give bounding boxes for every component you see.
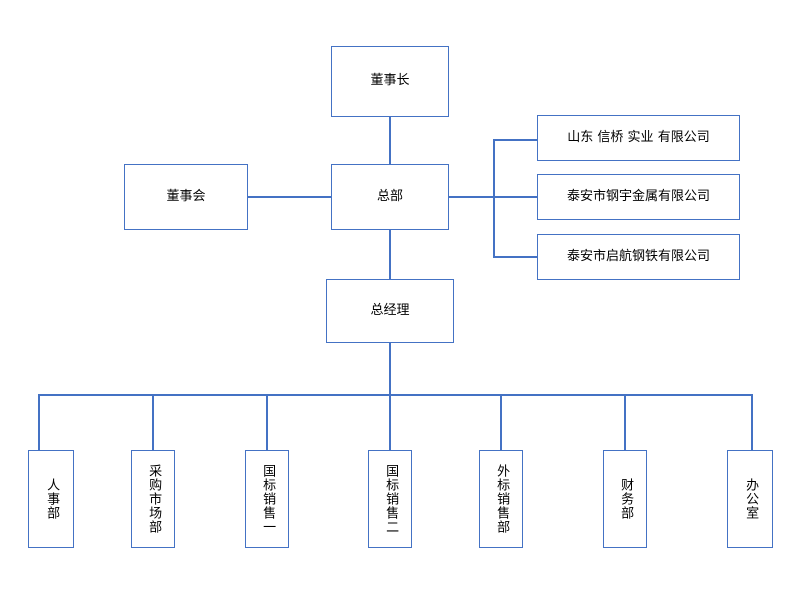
connector-headquarter-subs-stub [448, 196, 494, 198]
node-board-label: 董事会 [166, 188, 206, 204]
connector-board-headquarter [248, 196, 334, 198]
node-subsidiary-taian-qihang[interactable]: 泰安市启航钢铁有限公司 [537, 234, 740, 280]
connector-chairman-headquarter [389, 117, 391, 165]
node-dept-hr-label: 人事部 [44, 478, 60, 520]
connector-department-bus [38, 394, 752, 396]
connector-bus-dept2 [152, 394, 154, 451]
connector-sub2-branch [493, 196, 538, 198]
node-dept-domestic-sales-2-label: 国标销售二 [383, 464, 399, 534]
node-dept-export-sales[interactable]: 外标销售部 [479, 450, 523, 548]
node-dept-domestic-sales-2[interactable]: 国标销售二 [368, 450, 412, 548]
node-dept-purchasing-market-label: 采购市场部 [146, 464, 162, 534]
connector-bus-dept5 [500, 394, 502, 451]
node-board[interactable]: 董事会 [124, 164, 248, 230]
node-dept-hr[interactable]: 人事部 [28, 450, 74, 548]
node-headquarter-label: 总部 [376, 188, 403, 204]
connector-bus-dept1 [38, 394, 40, 451]
node-subsidiary-2-label: 泰安市钢宇金属有限公司 [566, 188, 710, 204]
node-dept-office[interactable]: 办公室 [727, 450, 773, 548]
node-dept-export-sales-label: 外标销售部 [494, 464, 510, 534]
node-subsidiary-taian-gangyu[interactable]: 泰安市钢宇金属有限公司 [537, 174, 740, 220]
node-dept-finance-label: 财务部 [618, 478, 634, 520]
node-general-manager-label: 总经理 [370, 302, 410, 318]
node-subsidiary-shandong-xinqiao[interactable]: 山东 信桥 实业 有限公司 [537, 115, 740, 161]
connector-bus-dept3 [266, 394, 268, 451]
node-dept-domestic-sales-1[interactable]: 国标销售一 [245, 450, 289, 548]
node-dept-office-label: 办公室 [743, 478, 759, 520]
node-headquarter[interactable]: 总部 [331, 164, 449, 230]
node-chairman[interactable]: 董事长 [331, 46, 449, 117]
node-subsidiary-3-label: 泰安市启航钢铁有限公司 [566, 248, 710, 264]
connector-bus-dept4 [389, 394, 391, 451]
node-dept-finance[interactable]: 财务部 [603, 450, 647, 548]
connector-headquarter-gm [389, 229, 391, 279]
connector-gm-bus-drop [389, 343, 391, 395]
node-general-manager[interactable]: 总经理 [326, 279, 454, 343]
node-dept-purchasing-market[interactable]: 采购市场部 [131, 450, 175, 548]
connector-sub3-branch [493, 256, 538, 258]
connector-bus-dept7 [751, 394, 753, 451]
node-subsidiary-1-label: 山东 信桥 实业 有限公司 [567, 129, 710, 145]
connector-sub1-branch [493, 139, 538, 141]
node-dept-domestic-sales-1-label: 国标销售一 [260, 464, 276, 534]
node-chairman-label: 董事长 [370, 73, 410, 89]
connector-subs-trunk [493, 139, 495, 257]
connector-bus-dept6 [624, 394, 626, 451]
